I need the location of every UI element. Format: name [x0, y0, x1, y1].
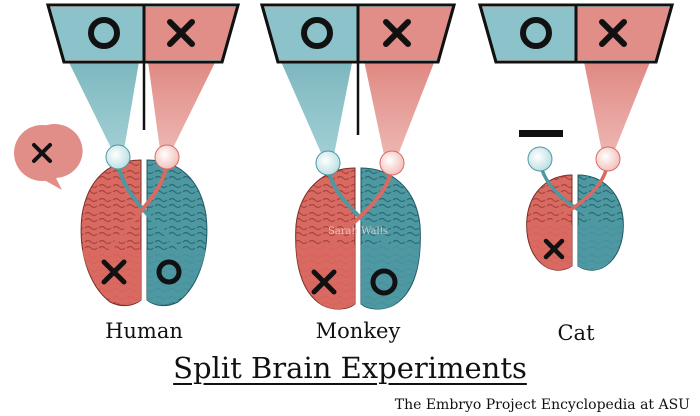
species-label-monkey: Monkey — [315, 319, 401, 343]
watermark: Sarah Walls — [328, 226, 388, 237]
monkey-screen-left-half — [264, 7, 357, 60]
species-label-human: Human — [105, 319, 183, 343]
cat-screen-right-half — [577, 7, 670, 60]
human-screen-x-symbol — [167, 19, 195, 47]
human-brain — [80, 159, 208, 307]
cat-screen — [478, 3, 674, 64]
panel-human — [14, 3, 240, 307]
monkey-screen-right-half — [359, 7, 452, 60]
human-screen-right-half — [145, 7, 236, 60]
human-speech-bubble — [14, 124, 83, 190]
human-brain-x-symbol — [101, 259, 127, 285]
credit-line: The Embryo Project Encyclopedia at ASU — [394, 397, 690, 413]
human-right-eye — [154, 144, 180, 170]
monkey-left-eye — [315, 150, 341, 176]
cat-screen-left-half — [482, 7, 575, 60]
panel-monkey: Sarah Walls — [260, 3, 456, 310]
monkey-screen-x-symbol — [383, 19, 411, 47]
cat-brain — [526, 174, 624, 271]
diagram-title: Split Brain Experiments — [173, 351, 527, 385]
cat-right-eye — [595, 146, 621, 172]
monkey-brain-x-symbol — [311, 269, 337, 295]
species-label-cat: Cat — [557, 321, 595, 345]
monkey-brain-o-symbol — [370, 268, 398, 296]
monkey-brain — [295, 167, 421, 310]
cat-screen-x-symbol — [599, 19, 627, 47]
human-left-eye — [105, 144, 131, 170]
monkey-screen — [260, 3, 456, 64]
cat-screen-o-symbol — [520, 17, 552, 49]
monkey-right-eye — [379, 150, 405, 176]
monkey-screen-o-symbol — [301, 17, 333, 49]
human-screen-o-symbol — [88, 17, 120, 49]
cat-eye-blindfold — [519, 130, 563, 137]
panel-cat — [478, 3, 674, 271]
human-screen-left-half — [50, 7, 143, 60]
cat-brain-x-symbol — [543, 238, 565, 260]
cat-left-eye — [527, 146, 553, 172]
human-brain-o-symbol — [156, 259, 182, 285]
